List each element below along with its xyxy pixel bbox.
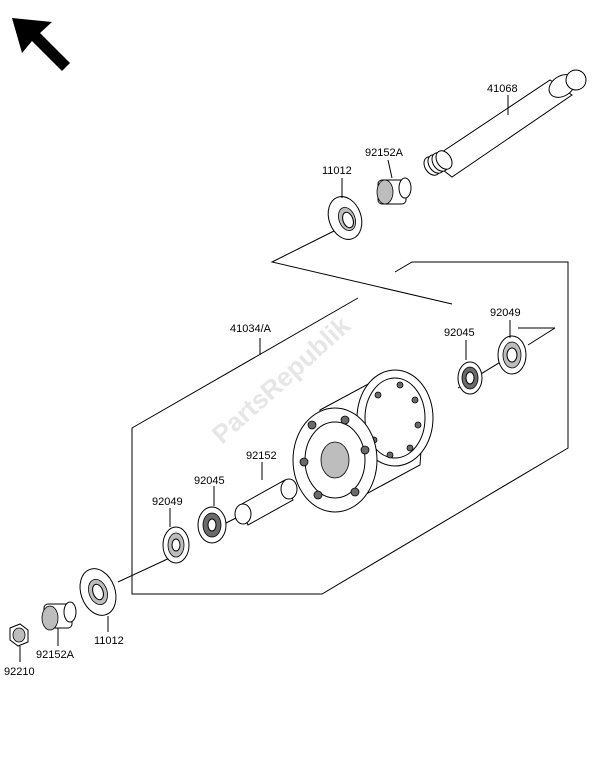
hub-assembly-outline — [131, 261, 569, 595]
label-seal-right: 92049 — [490, 307, 521, 319]
bearing-left-part — [197, 506, 227, 544]
label-axle: 41068 — [487, 83, 518, 95]
label-cap-bottom: 11012 — [94, 635, 124, 647]
label-inner-spacer: 92152 — [246, 450, 277, 462]
label-cap-top: 11012 — [322, 165, 352, 177]
label-bearing-left: 92045 — [194, 475, 225, 487]
axle-part — [423, 69, 587, 178]
label-seal-left: 92049 — [152, 496, 183, 508]
inner-spacer-part — [234, 478, 298, 526]
nut-part — [9, 623, 29, 647]
direction-arrow-icon — [12, 18, 70, 71]
cap-bottom-part — [79, 568, 117, 616]
label-nut: 92210 — [4, 666, 35, 678]
label-collar-bottom: 92152A — [36, 649, 75, 661]
cap-top-part — [327, 196, 363, 240]
label-bearing-right: 92045 — [444, 327, 475, 339]
collar-top-part — [376, 177, 412, 205]
leader-lines — [19, 95, 511, 662]
collar-bottom-part — [41, 601, 77, 631]
seal-right-part — [497, 335, 527, 375]
label-hub-assembly: 41034/A — [230, 323, 272, 335]
seal-left-part — [162, 526, 190, 564]
label-collar-top: 92152A — [365, 147, 404, 159]
hub-part — [292, 369, 434, 513]
bearing-right-part — [457, 361, 483, 395]
